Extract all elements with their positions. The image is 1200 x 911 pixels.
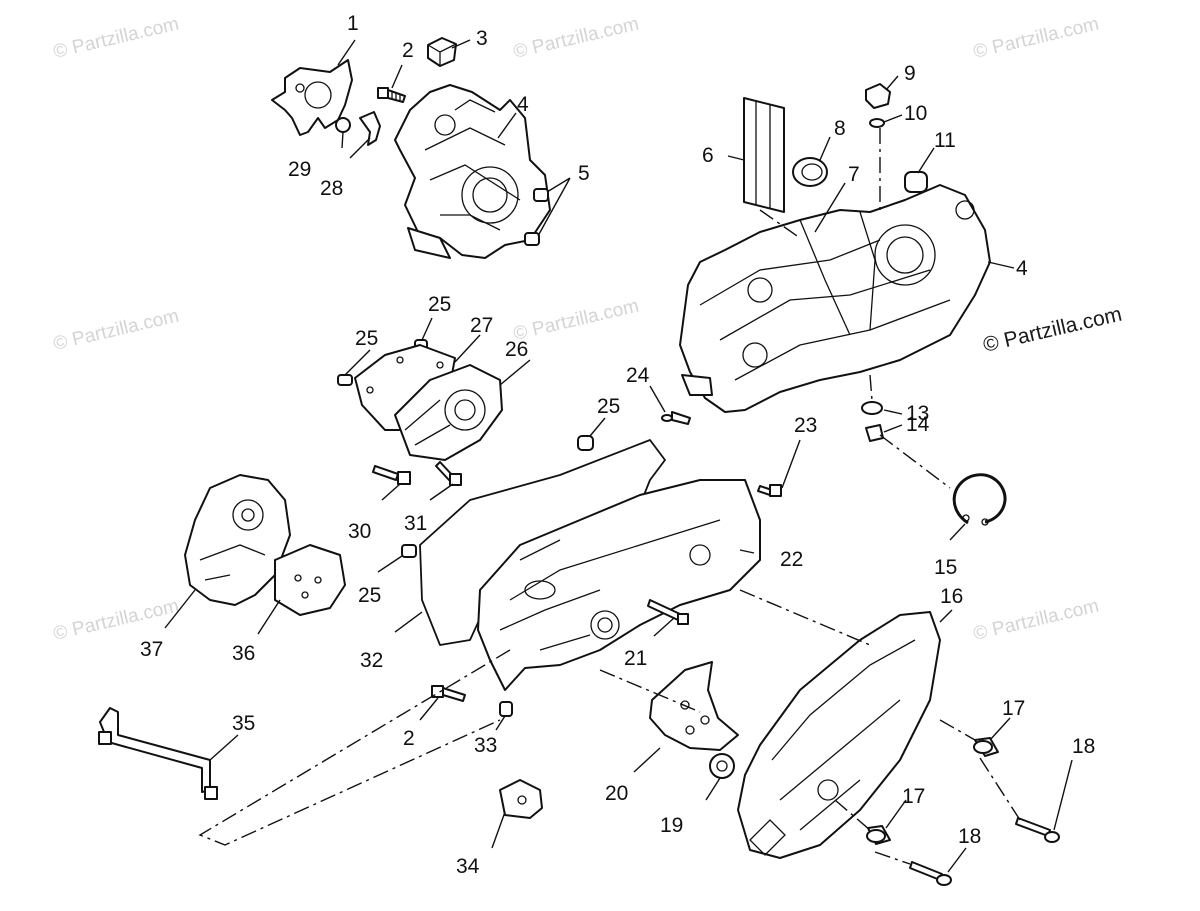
callout-label: 17 [1002, 697, 1025, 720]
callout-label: 33 [474, 734, 497, 757]
part-gasket-plate [271, 59, 353, 136]
callout-label: 26 [505, 338, 528, 361]
callout-label: 29 [288, 158, 311, 181]
callout-label: 1 [347, 12, 359, 35]
part-crankcase-cover [477, 479, 761, 691]
callout-label: 15 [934, 556, 957, 579]
part-bolt [1015, 817, 1060, 843]
part-circlip [952, 473, 1007, 526]
part-washer [861, 401, 883, 415]
callout-label: 7 [848, 163, 860, 186]
callout-label: 6 [702, 144, 714, 167]
watermark: © Partzilla.com [511, 14, 640, 63]
part-bolt [435, 461, 462, 486]
callout-label: 21 [624, 647, 647, 670]
part-drain-bolt [865, 424, 884, 442]
callout-label: 30 [348, 520, 371, 543]
part-dowel [499, 701, 513, 717]
callout-label: 25 [355, 327, 378, 350]
leader-lines [164, 39, 1073, 873]
callout-label: 2 [402, 39, 414, 62]
callout-label: 3 [476, 27, 488, 50]
part-bolt [909, 861, 952, 886]
part-oil-seal [792, 157, 828, 187]
part-bolt [866, 825, 891, 845]
part-dowel [533, 188, 549, 202]
part-bolt [757, 484, 782, 497]
center-lines [198, 128, 1021, 865]
part-o-ring [869, 118, 885, 128]
callout-label: 17 [902, 785, 925, 808]
watermark: © Partzilla.com [971, 596, 1100, 645]
callout-label: 8 [834, 117, 846, 140]
watermark: © Partzilla.com [971, 14, 1100, 63]
watermark: © Partzilla.com [51, 306, 180, 355]
part-nut [709, 753, 735, 779]
callout-label: 27 [470, 314, 493, 337]
part-pump-cover [394, 364, 503, 461]
callout-label: 11 [934, 129, 956, 152]
part-dowel [401, 544, 417, 558]
part-filler-plug [865, 83, 891, 109]
callout-label: 36 [232, 642, 255, 665]
callout-label: 10 [904, 102, 927, 125]
part-dowel [524, 232, 540, 246]
part-washer [335, 117, 351, 133]
part-bolt [377, 87, 406, 103]
callout-label: 18 [1072, 735, 1095, 758]
callout-label: 23 [794, 414, 817, 437]
callouts: 1 2 3 4 5 29 28 6 8 9 10 11 7 4 13 14 15… [140, 12, 1095, 878]
callout-label: 32 [360, 649, 383, 672]
part-guide-plate [649, 661, 739, 751]
part-bolt [431, 685, 466, 702]
callout-label: 34 [456, 855, 480, 878]
part-dowel [577, 435, 594, 451]
callout-label: 4 [517, 93, 529, 116]
part-bolt [372, 465, 411, 485]
callout-label: 28 [320, 177, 343, 200]
callout-label: 14 [906, 413, 930, 436]
part-dowel [337, 374, 353, 386]
callout-label: 20 [605, 782, 628, 805]
callout-label: 25 [428, 293, 451, 316]
callout-label: 19 [660, 814, 683, 837]
callout-label: 4 [1016, 257, 1028, 280]
callout-label: 18 [958, 825, 981, 848]
part-pipe [98, 707, 218, 800]
part-dowel [904, 171, 928, 193]
part-small-block [427, 37, 457, 67]
part-plate [274, 544, 346, 616]
part-crankcase-left [394, 84, 551, 259]
callout-label: 25 [358, 584, 381, 607]
callout-label: 5 [578, 162, 590, 185]
part-bracket [499, 779, 543, 819]
part-cover-plate [184, 474, 291, 606]
callout-label: 9 [904, 62, 916, 85]
part-outer-cover [737, 611, 941, 859]
callout-label: 22 [780, 548, 803, 571]
watermark: © Partzilla.com [511, 296, 640, 345]
parts [98, 37, 1060, 886]
callout-label: 16 [940, 585, 963, 608]
watermark-main: © Partzilla.com [981, 303, 1124, 357]
part-gasket-strip [743, 97, 785, 213]
part-crankcase-right [679, 184, 991, 413]
part-clip [359, 111, 381, 146]
watermark: © Partzilla.com [51, 14, 180, 63]
callout-label: 24 [626, 364, 650, 387]
callout-label: 35 [232, 712, 255, 735]
callout-label: 25 [597, 395, 620, 418]
callout-label: 13 [906, 402, 929, 425]
callout-label: 2 [403, 727, 415, 750]
part-bolt [647, 599, 689, 625]
callout-label: 31 [404, 512, 427, 535]
part-bolt [973, 737, 999, 757]
callout-label: 37 [140, 638, 163, 661]
part-bolt-small [661, 411, 691, 425]
